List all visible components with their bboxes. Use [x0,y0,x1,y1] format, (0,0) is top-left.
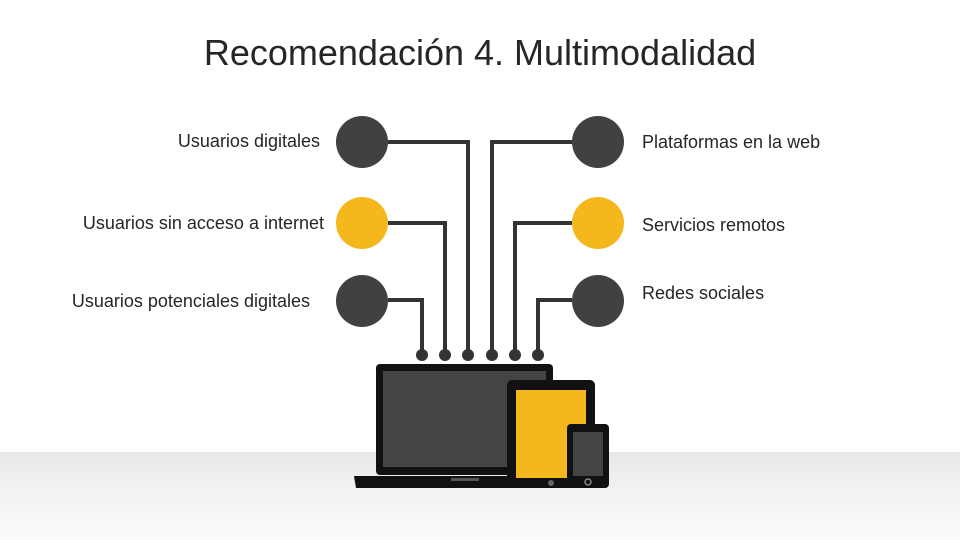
connector-left-2 [388,221,447,354]
plug-2 [439,349,451,361]
phone-home-button [584,478,592,486]
connector-left-1 [388,140,470,354]
connector-left-3 [388,298,424,354]
node-right-3 [572,275,624,327]
plug-5 [509,349,521,361]
plug-4 [486,349,498,361]
label-left-3: Usuarios potenciales digitales [71,291,310,311]
phone-icon [567,424,609,488]
label-right-3: Redes sociales [642,283,765,303]
connector-right-1 [490,140,572,354]
label-left-1: Usuarios digitales [177,131,320,151]
label-left-2: Usuarios sin acceso a internet [82,213,324,233]
phone-screen [573,432,603,476]
plug-3 [462,349,474,361]
plug-1 [416,349,428,361]
label-right-2: Servicios remotos [642,215,786,235]
label-right-1: Plataformas en la web [642,132,821,152]
node-left-1 [336,116,388,168]
page-title: Recomendación 4. Multimodalidad [203,32,757,73]
connector-plugs [416,349,544,361]
tablet-home-button [548,480,554,486]
node-left-2 [336,197,388,249]
plug-6 [532,349,544,361]
connector-right-3 [536,298,572,354]
connector-right-2 [513,221,572,354]
nodes [336,116,624,327]
connector-lines [388,140,572,354]
laptop-trackpad-notch [451,478,479,481]
node-right-2 [572,197,624,249]
node-right-1 [572,116,624,168]
node-left-3 [336,275,388,327]
